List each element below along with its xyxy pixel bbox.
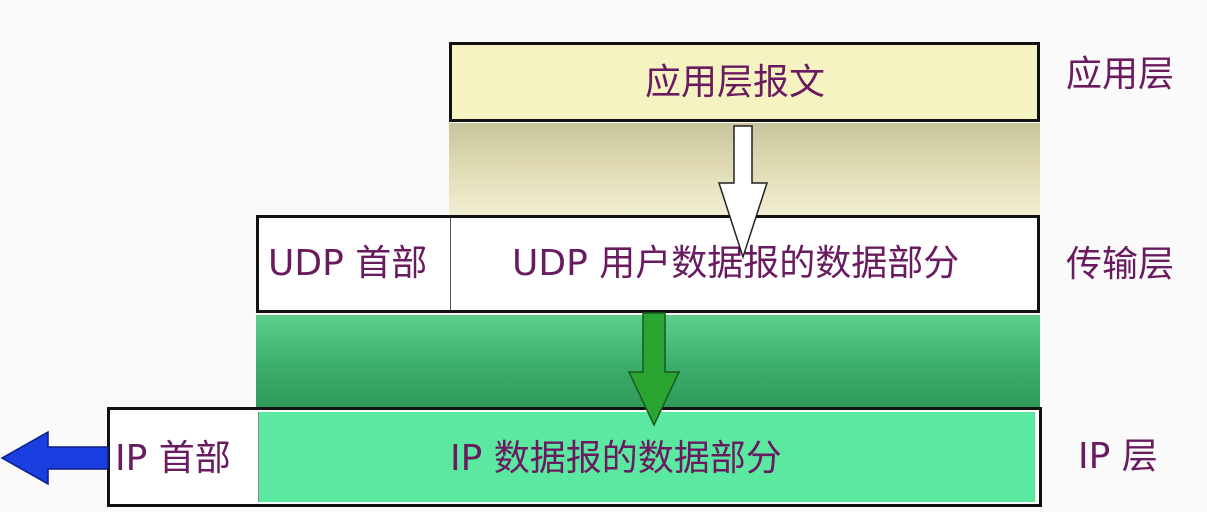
udp-data-label: UDP 用户数据报的数据部分 (512, 243, 960, 284)
udp-datagram-box (256, 215, 1040, 313)
ip-header-label: IP 首部 (115, 438, 231, 479)
network-layer-name: IP 层 (1078, 436, 1158, 477)
down-arrow-app-to-transport-icon (717, 125, 769, 260)
ip-data-fill (258, 412, 1035, 502)
udp-header-label: UDP 首部 (268, 243, 428, 284)
down-arrow-transport-to-network-icon (627, 312, 681, 427)
application-message-label: 应用层报文 (645, 62, 826, 103)
application-message-box (449, 42, 1040, 122)
transport-layer-name: 传输层 (1066, 244, 1175, 285)
application-layer-name: 应用层 (1066, 54, 1175, 95)
ip-data-label: IP 数据报的数据部分 (450, 438, 782, 479)
udp-header-divider (450, 218, 451, 310)
left-arrow-exit-icon (0, 430, 109, 486)
